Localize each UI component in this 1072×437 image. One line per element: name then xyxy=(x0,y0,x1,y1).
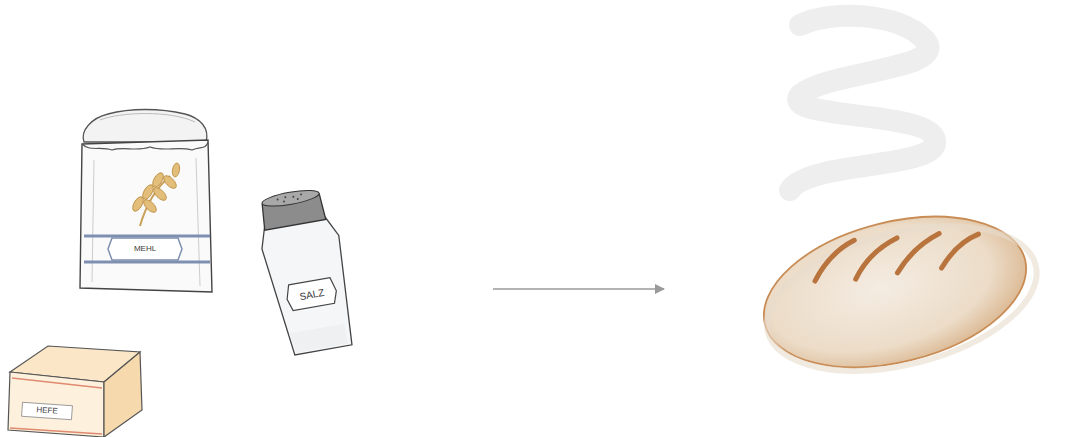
bread-loaf xyxy=(748,189,1052,396)
object-label: HEFE xyxy=(36,406,58,415)
steam xyxy=(790,16,935,190)
salt-shaker xyxy=(253,185,358,357)
yeast-block xyxy=(8,346,142,437)
object-label: MEHL xyxy=(134,245,156,253)
process-arrow xyxy=(493,288,664,289)
flour-bag xyxy=(80,110,212,293)
